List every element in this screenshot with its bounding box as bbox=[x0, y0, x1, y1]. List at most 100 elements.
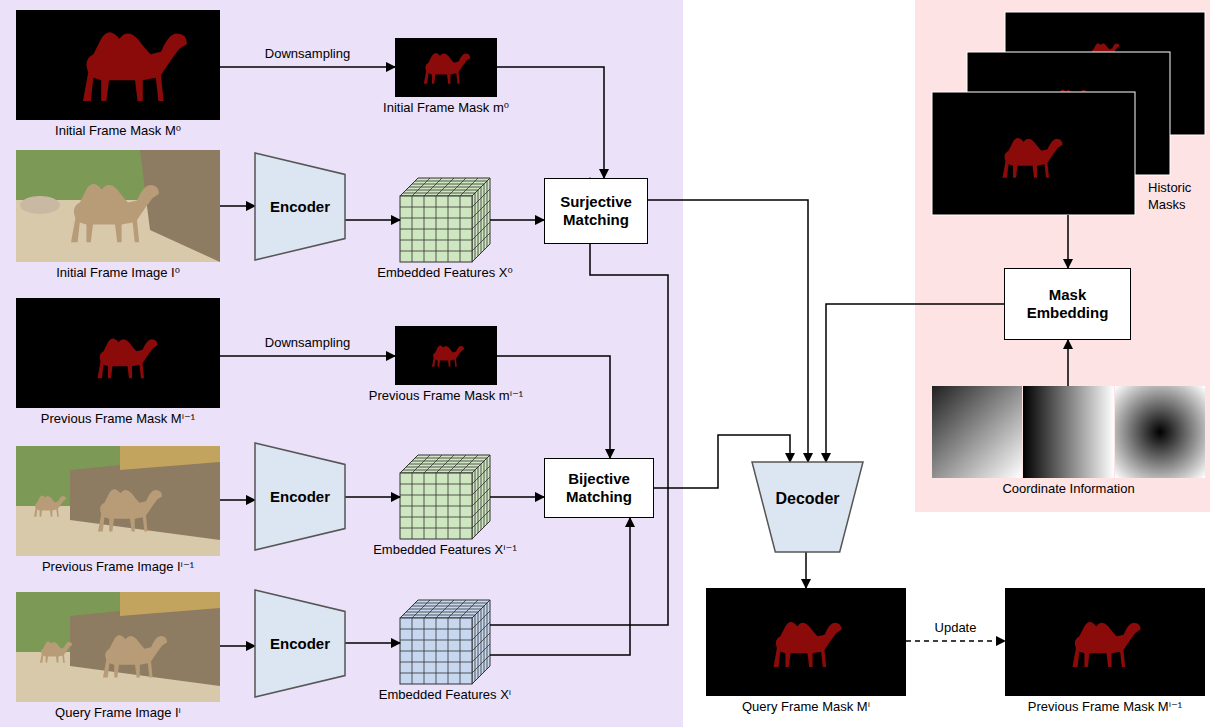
mask-image bbox=[774, 622, 842, 667]
encoder: Encoder bbox=[255, 153, 345, 260]
photo bbox=[40, 642, 72, 663]
coordinate-maps bbox=[932, 386, 1205, 478]
small-mask bbox=[395, 326, 497, 385]
cube-grid bbox=[412, 461, 484, 462]
photo bbox=[140, 150, 220, 262]
connector-arrow bbox=[490, 518, 630, 655]
frame-image: Initial Frame Image I⁰ bbox=[16, 150, 220, 262]
photo bbox=[16, 150, 220, 262]
caption: Historic Masks bbox=[1148, 179, 1206, 213]
feature-cubes bbox=[400, 178, 490, 684]
connector-arrow bbox=[220, 645, 255, 647]
historic-mask-stack bbox=[932, 92, 1135, 215]
small-mask bbox=[395, 38, 497, 97]
edge-label: Downsampling bbox=[265, 46, 350, 62]
feature-cube: Embedded Features X⁰ bbox=[400, 178, 490, 262]
mask-image bbox=[16, 10, 220, 120]
edge-label: Downsampling bbox=[265, 335, 350, 351]
historic-masks: Historic Masks bbox=[932, 10, 1206, 215]
cube-side bbox=[472, 455, 490, 539]
mask-image bbox=[83, 32, 187, 101]
cube-grid bbox=[400, 517, 472, 518]
box-label: Mask Embedding bbox=[1011, 286, 1124, 322]
photo bbox=[16, 592, 220, 702]
coordinate-maps bbox=[1023, 386, 1114, 478]
cube-grid bbox=[400, 506, 472, 507]
caption: Initial Frame Mask m⁰ bbox=[383, 100, 509, 116]
small-mask bbox=[395, 326, 497, 385]
photo bbox=[34, 496, 66, 517]
cube-grid bbox=[484, 184, 485, 250]
small-mask bbox=[424, 53, 470, 84]
matching-box: Surjective Matching bbox=[544, 178, 648, 244]
frame-image: Query Frame Image Iⁱ bbox=[16, 592, 220, 702]
cube-grid bbox=[460, 473, 461, 539]
box-label: Bijective Matching bbox=[551, 470, 647, 506]
box-label: Decoder bbox=[775, 489, 839, 508]
cube-front bbox=[400, 196, 472, 262]
cube-grid bbox=[481, 609, 482, 675]
cube-grid bbox=[448, 196, 449, 262]
connector-arrow bbox=[345, 642, 400, 644]
cube-grid bbox=[409, 187, 481, 188]
caption: Coordinate Information bbox=[1002, 481, 1134, 497]
caption: Previous Frame Mask Mⁱ⁻¹ bbox=[1028, 699, 1182, 715]
photo bbox=[103, 635, 167, 677]
cube-grid bbox=[415, 603, 487, 604]
cube-grid bbox=[409, 609, 481, 610]
small-mask: Initial Frame Mask m⁰ bbox=[395, 38, 497, 97]
photo bbox=[16, 592, 220, 702]
frame-image: Previous Frame Image Iⁱ⁻¹ bbox=[16, 446, 220, 556]
cube-grid bbox=[400, 251, 472, 252]
connector-arrow bbox=[490, 496, 544, 498]
feature-cube bbox=[400, 178, 490, 262]
mask-image bbox=[706, 588, 906, 696]
box-label: Encoder bbox=[270, 198, 330, 216]
coordinate-maps bbox=[1115, 386, 1205, 478]
cube-side bbox=[472, 600, 490, 684]
caption: Embedded Features Xⁱ bbox=[379, 687, 511, 703]
connector-arrow bbox=[220, 66, 395, 68]
connector-arrow bbox=[490, 219, 544, 221]
cube-grid bbox=[412, 606, 484, 607]
cube-grid bbox=[400, 528, 472, 529]
mask-image: Initial Frame Mask M⁰ bbox=[16, 10, 220, 120]
feature-cube: Embedded Features Xⁱ bbox=[400, 600, 490, 684]
mask-image: Previous Frame Mask Mⁱ⁻¹ bbox=[16, 298, 220, 408]
photo bbox=[120, 592, 220, 616]
mask-image: Previous Frame Mask Mⁱ⁻¹ bbox=[1005, 588, 1205, 696]
cube-front bbox=[400, 473, 472, 539]
mask-image bbox=[16, 10, 220, 120]
historic-mask-stack bbox=[1003, 138, 1063, 178]
connector-arrow bbox=[220, 499, 255, 501]
connector-arrow bbox=[1067, 340, 1069, 386]
caption: Previous Frame Mask Mⁱ⁻¹ bbox=[41, 411, 195, 427]
caption: Embedded Features Xⁱ⁻¹ bbox=[373, 542, 517, 558]
pink-panel bbox=[915, 0, 1210, 512]
connector-arrow bbox=[497, 67, 604, 178]
cube-grid bbox=[481, 464, 482, 530]
caption: Query Frame Mask Mⁱ bbox=[742, 699, 870, 715]
photo bbox=[16, 446, 220, 556]
small-mask: Previous Frame Mask mⁱ⁻¹ bbox=[395, 326, 497, 385]
photo bbox=[98, 489, 162, 531]
feature-cube bbox=[400, 600, 490, 684]
feature-cube bbox=[400, 455, 490, 539]
encoder: Encoder bbox=[255, 590, 345, 697]
connector-arrow bbox=[345, 496, 400, 498]
small-mask bbox=[395, 38, 497, 97]
photo bbox=[20, 196, 60, 214]
cube-grid bbox=[460, 196, 461, 262]
cube-side bbox=[472, 178, 490, 262]
caption: Previous Frame Mask mⁱ⁻¹ bbox=[369, 388, 523, 404]
photo bbox=[16, 446, 220, 556]
trapezoid bbox=[255, 153, 345, 260]
cube-grid bbox=[400, 651, 472, 652]
edge-label: Update bbox=[935, 620, 977, 636]
cube-front bbox=[400, 618, 472, 684]
mask-image bbox=[706, 588, 906, 696]
mask-image bbox=[1073, 622, 1141, 667]
caption: Embedded Features X⁰ bbox=[377, 265, 512, 281]
